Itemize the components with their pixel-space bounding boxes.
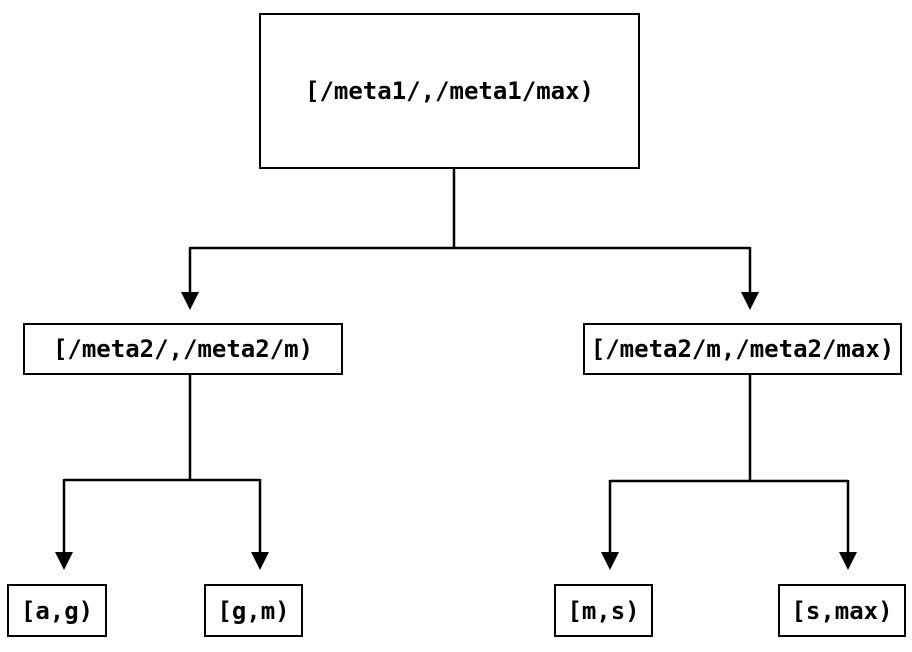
arrow-down-icon xyxy=(181,292,199,310)
tree-node-right-right: [s,max) xyxy=(778,584,906,637)
arrow-down-icon xyxy=(55,552,73,570)
node-label: [g,m) xyxy=(217,596,290,625)
tree-node-root: [/meta1/,/meta1/max) xyxy=(259,13,640,169)
tree-node-right-left: [m,s) xyxy=(554,584,653,637)
node-label: [a,g) xyxy=(20,596,94,625)
tree-node-left: [/meta2/,/meta2/m) xyxy=(23,323,343,375)
tree-node-left-right: [g,m) xyxy=(204,584,303,637)
node-label: [/meta2/,/meta2/m) xyxy=(52,335,314,363)
arrow-down-icon xyxy=(251,552,269,570)
node-label: [s,max) xyxy=(791,596,893,625)
arrow-down-icon xyxy=(741,292,759,310)
tree-node-left-left: [a,g) xyxy=(7,584,107,637)
node-label: [/meta1/,/meta1/max) xyxy=(305,77,594,105)
arrow-down-icon xyxy=(601,552,619,570)
node-label: [m,s) xyxy=(567,596,640,625)
tree-node-right: [/meta2/m,/meta2/max) xyxy=(583,323,902,375)
node-label: [/meta2/m,/meta2/max) xyxy=(590,335,895,363)
arrow-down-icon xyxy=(839,552,857,570)
